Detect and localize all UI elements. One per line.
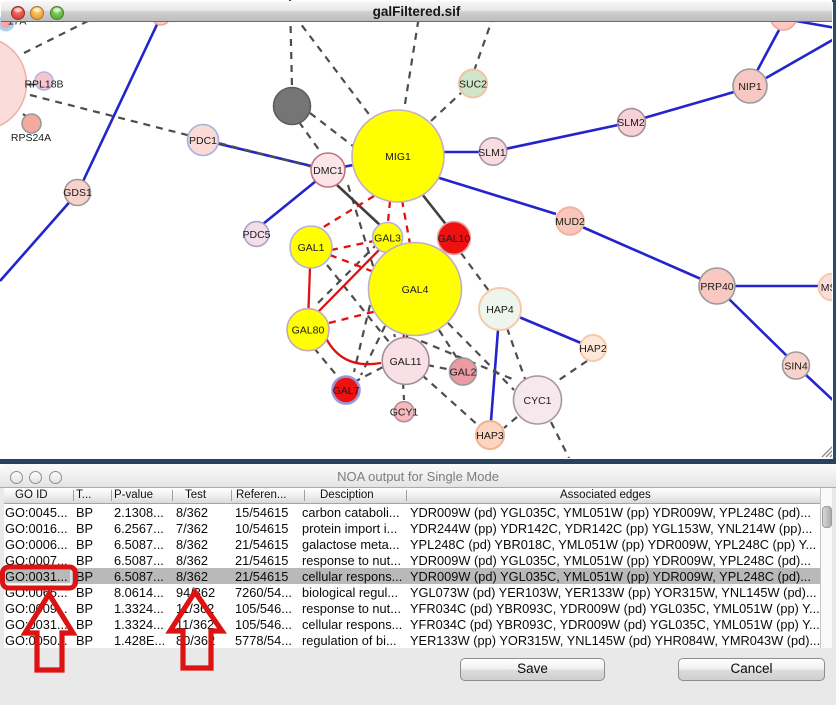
svg-text:DMC1: DMC1: [313, 165, 343, 177]
svg-text:HAP3: HAP3: [476, 430, 504, 442]
svg-text:RPS24A: RPS24A: [11, 132, 51, 144]
svg-text:RPL18B: RPL18B: [24, 79, 63, 91]
svg-text:GAL80: GAL80: [292, 325, 325, 337]
svg-text:GDS1: GDS1: [63, 187, 92, 199]
svg-text:GAL1: GAL1: [298, 242, 325, 254]
svg-text:GAL3: GAL3: [374, 233, 401, 245]
svg-text:PDC5: PDC5: [242, 229, 270, 241]
svg-text:MUD2: MUD2: [555, 216, 585, 228]
svg-text:GAL11: GAL11: [390, 356, 422, 368]
svg-text:PDC1: PDC1: [189, 135, 217, 147]
svg-text:HAP4: HAP4: [486, 304, 514, 316]
svg-text:GCY1: GCY1: [390, 407, 419, 419]
svg-text:MSI1: MSI1: [821, 282, 832, 294]
svg-text:NIP1: NIP1: [738, 81, 762, 93]
svg-text:GAL10: GAL10: [438, 233, 471, 245]
svg-text:SLM1: SLM1: [478, 147, 506, 159]
svg-text:CYC1: CYC1: [523, 395, 551, 407]
svg-text:SIN4: SIN4: [784, 361, 808, 373]
svg-text:PRP40: PRP40: [700, 281, 733, 293]
svg-text:SLM2: SLM2: [617, 117, 645, 129]
svg-text:MIG1: MIG1: [385, 151, 411, 163]
svg-text:GAL2: GAL2: [450, 367, 477, 379]
svg-text:GAL7: GAL7: [333, 385, 360, 397]
svg-text:HAP2: HAP2: [579, 343, 607, 355]
svg-text:SUC2: SUC2: [459, 79, 487, 91]
svg-text:GAL4: GAL4: [402, 284, 429, 296]
